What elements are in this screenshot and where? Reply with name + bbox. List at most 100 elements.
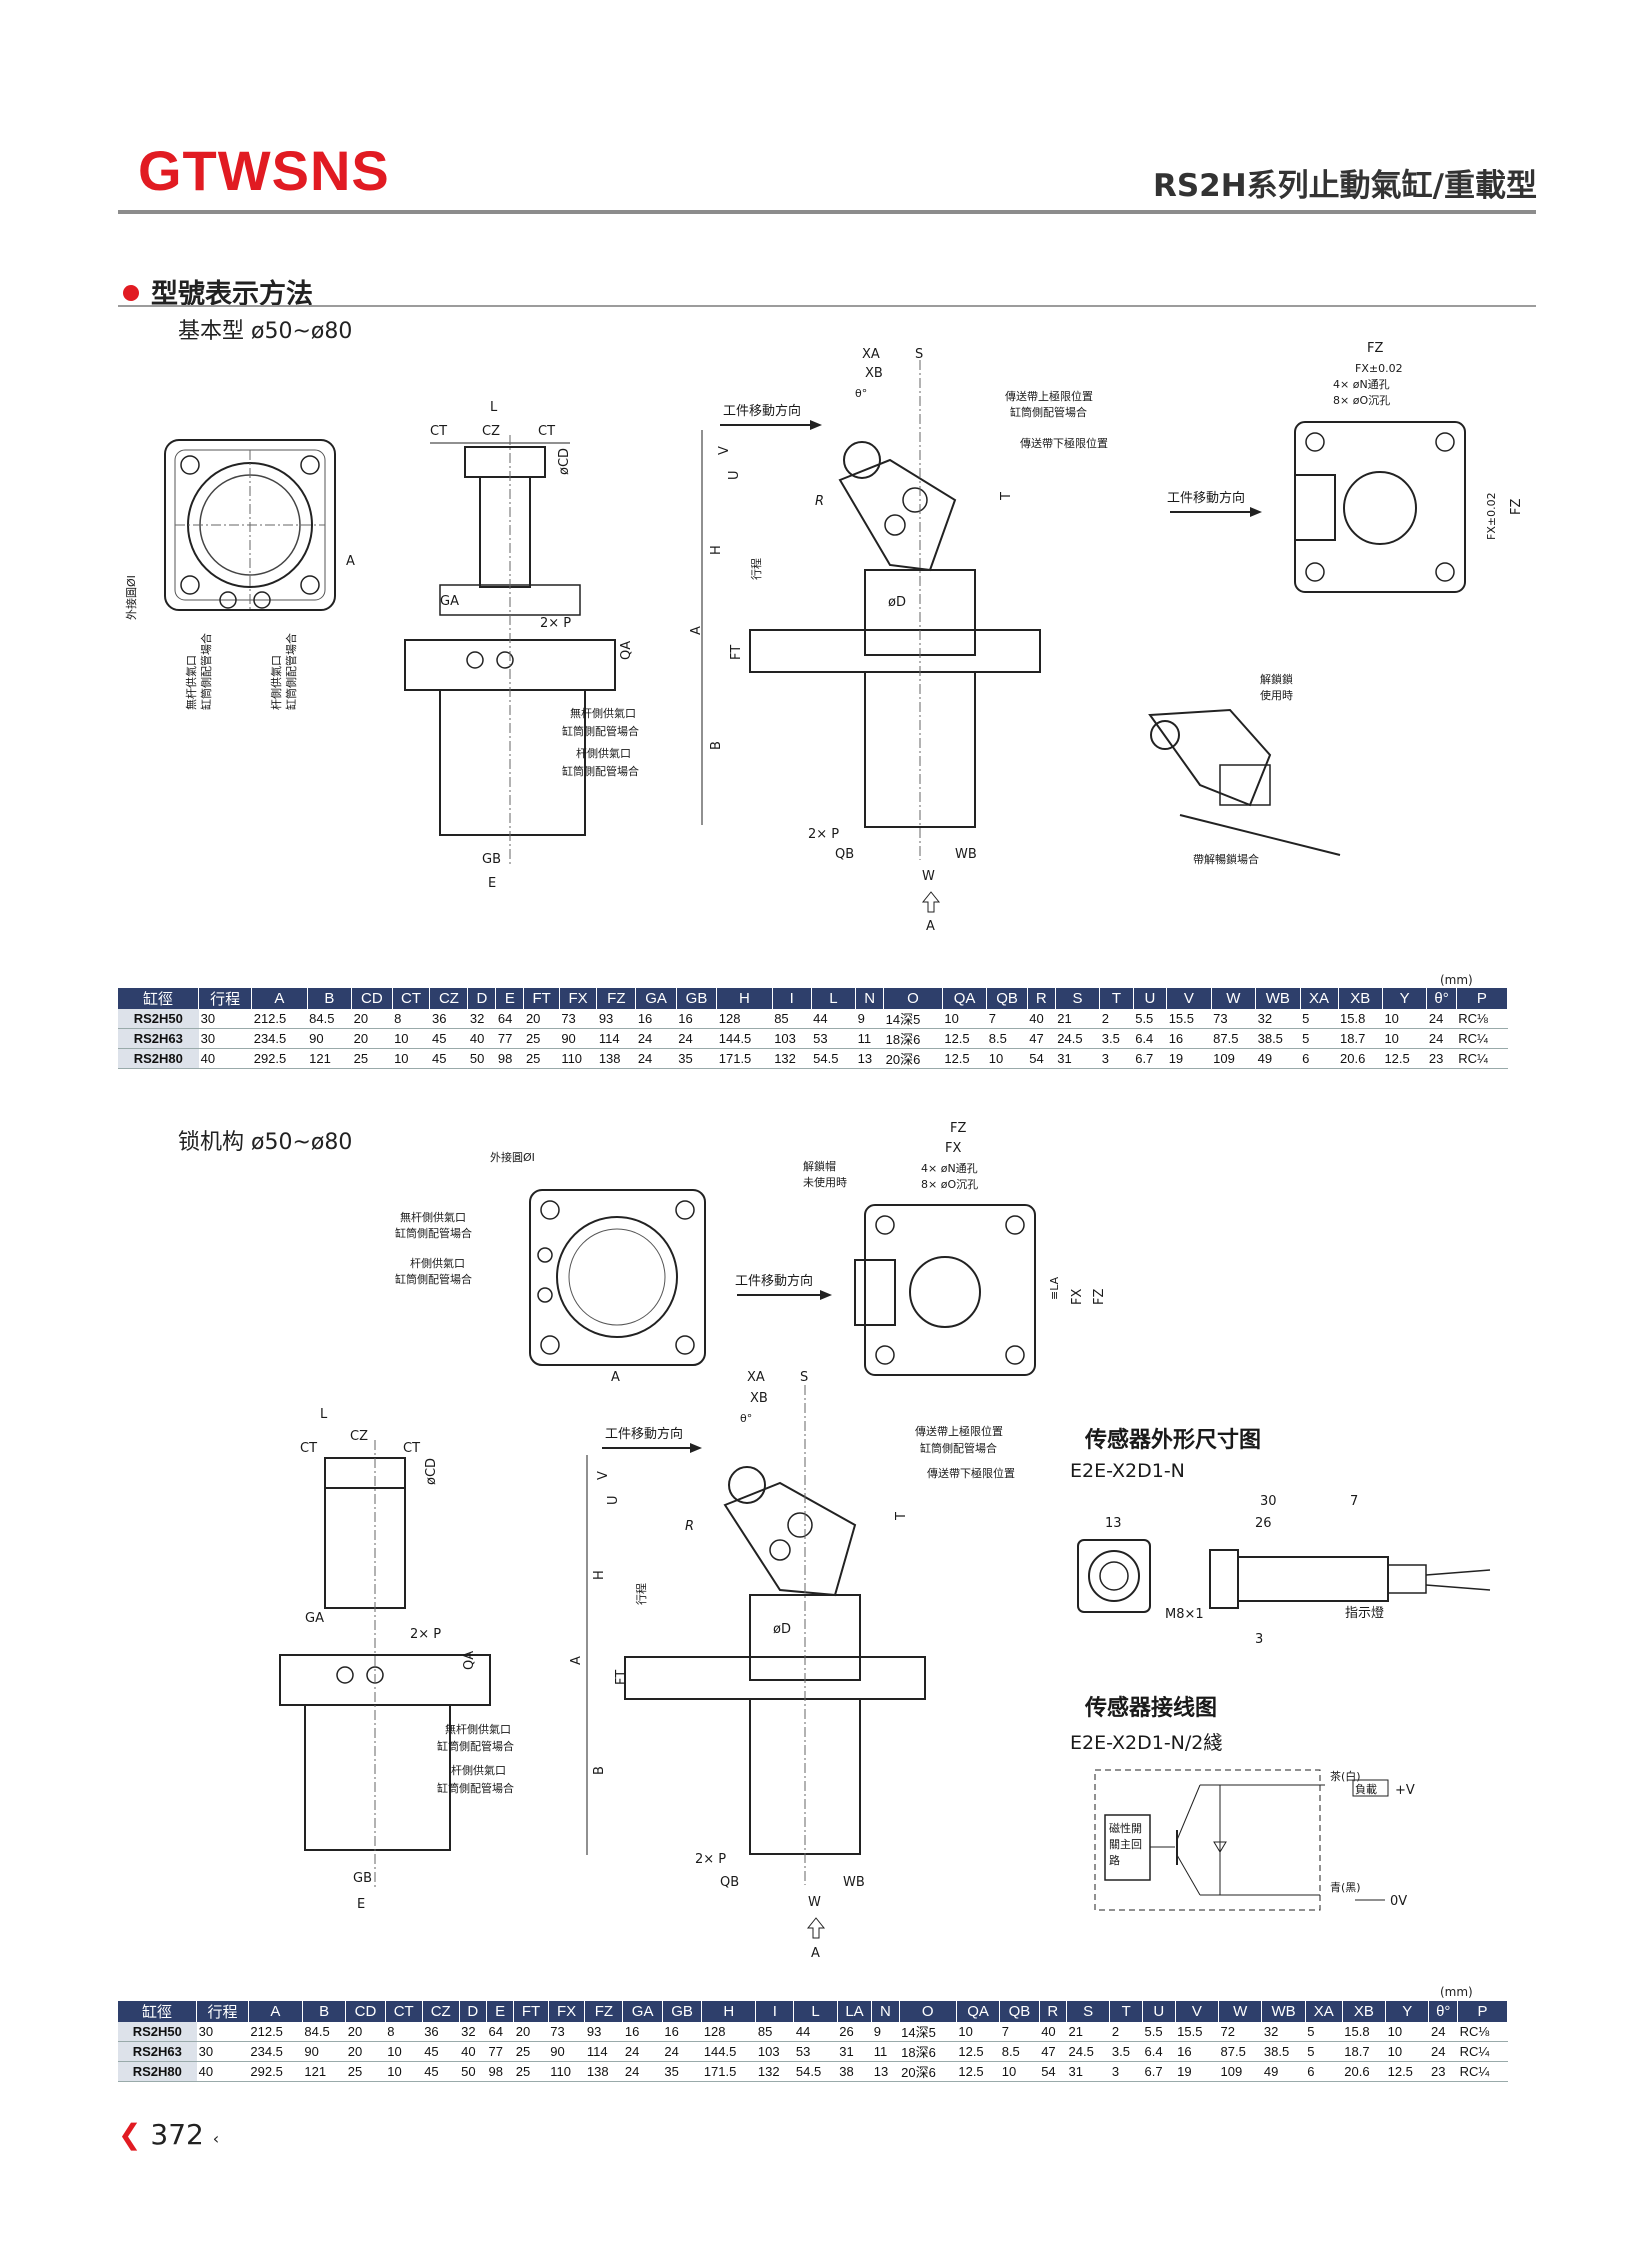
label-outer-circle: 外接圓ØI bbox=[125, 575, 138, 620]
table-cell: 44 bbox=[811, 1009, 856, 1029]
table-cell: 212.5 bbox=[251, 1009, 308, 1029]
dim-lock-la: ≡LA bbox=[1048, 1276, 1061, 1300]
model-cell: RS2H80 bbox=[118, 2061, 197, 2082]
label-upper-limit: 傳送帶上極限位置 bbox=[1005, 389, 1093, 403]
table-cell: 40 bbox=[196, 2061, 249, 2082]
column-header: CT bbox=[385, 2001, 423, 2022]
dim-lock-ct-right: CT bbox=[403, 1441, 420, 1456]
table-cell: 10 bbox=[1385, 2022, 1429, 2042]
table-cell: 30 bbox=[196, 2041, 249, 2062]
table-cell: 47 bbox=[1039, 2041, 1067, 2062]
table-cell: RC¼ bbox=[1457, 2061, 1508, 2082]
table-cell: 77 bbox=[486, 2041, 514, 2062]
table-cell: 20.6 bbox=[1342, 2061, 1386, 2082]
sensor-plus-v: +V bbox=[1395, 1783, 1415, 1798]
dim-lock-fz-top: FZ bbox=[950, 1121, 966, 1136]
table-cell: 10 bbox=[986, 1048, 1028, 1069]
table-cell: 45 bbox=[429, 1028, 468, 1049]
table-cell: 103 bbox=[772, 1028, 812, 1049]
column-header: V bbox=[1166, 988, 1212, 1009]
column-header: U bbox=[1133, 988, 1168, 1009]
sensor-load-label: 負載 bbox=[1355, 1783, 1377, 1796]
section-title-text: 型號表示方法 bbox=[151, 279, 313, 310]
table-cell: 10 bbox=[385, 2061, 423, 2082]
table-cell: 16 bbox=[635, 1009, 677, 1029]
table-cell: 14深5 bbox=[883, 1009, 943, 1029]
table-cell: 98 bbox=[495, 1048, 524, 1069]
table-cell: 24 bbox=[1426, 1009, 1457, 1029]
column-header: CZ bbox=[429, 988, 469, 1009]
table-cell: 121 bbox=[307, 1048, 352, 1069]
table-cell: 10 bbox=[392, 1028, 430, 1049]
label-with-unlock: 帶解暢鎖場合 bbox=[1193, 852, 1259, 866]
dim-r: R bbox=[815, 494, 824, 509]
dim-fz-top: FZ bbox=[1367, 341, 1383, 356]
dim-lock-cd: øCD bbox=[424, 1458, 439, 1485]
table-cell: 12.5 bbox=[942, 1028, 987, 1049]
column-header: I bbox=[755, 2001, 795, 2022]
label-lock-upper-limit2: 缸筒側配管場合 bbox=[920, 1441, 997, 1455]
table-cell: 26 bbox=[837, 2022, 872, 2042]
basic-front-view: A 外接圓ØI 無杆供氣口 缸筒側配管場合 杆側供氣口 缸筒側配管場合 bbox=[125, 439, 355, 710]
label-side-rod: 杆側供氣口 bbox=[576, 746, 631, 760]
table-cell: 32 bbox=[1255, 1009, 1301, 1029]
column-header: QB bbox=[986, 988, 1028, 1009]
sensor-dim-30: 30 bbox=[1260, 1494, 1277, 1509]
table-cell: 38.5 bbox=[1255, 1028, 1301, 1049]
table-cell: 10 bbox=[956, 2022, 1000, 2042]
column-header: O bbox=[883, 988, 943, 1009]
table-cell: 64 bbox=[495, 1009, 524, 1029]
column-header: D bbox=[459, 2001, 487, 2022]
label-lock-n-hole: 4× øN通孔 bbox=[921, 1162, 978, 1175]
sensor-dim-26: 26 bbox=[1255, 1516, 1272, 1531]
column-header: θ° bbox=[1426, 988, 1457, 1009]
table-cell: 109 bbox=[1211, 1048, 1256, 1069]
column-header: QA bbox=[956, 2001, 1001, 2022]
dim-ct-left: CT bbox=[430, 424, 447, 439]
label-lock-side-rodless2: 缸筒側配管場合 bbox=[437, 1739, 514, 1753]
table-cell: 40 bbox=[467, 1028, 496, 1049]
column-header: CD bbox=[345, 2001, 386, 2022]
table-cell: 132 bbox=[755, 2061, 794, 2082]
table-cell: 138 bbox=[584, 2061, 623, 2082]
table-cell: 212.5 bbox=[248, 2022, 303, 2042]
dim-gb: GB bbox=[482, 852, 501, 867]
table-cell: 234.5 bbox=[251, 1028, 308, 1049]
table-cell: 109 bbox=[1218, 2061, 1262, 2082]
dim-h: H bbox=[709, 545, 724, 555]
column-header: L bbox=[793, 2001, 838, 2022]
table-cell: 50 bbox=[459, 2061, 487, 2082]
dim-fx-side: FX±0.02 bbox=[1485, 492, 1498, 540]
table-cell: 5 bbox=[1300, 1028, 1338, 1049]
column-header: P bbox=[1457, 2001, 1508, 2022]
table-cell: 73 bbox=[1211, 1009, 1256, 1029]
model-cell: RS2H80 bbox=[118, 1048, 199, 1069]
column-header: W bbox=[1218, 2001, 1263, 2022]
table-cell: 20 bbox=[513, 2022, 549, 2042]
table-cell: 5 bbox=[1300, 1009, 1338, 1029]
table-cell: 20 bbox=[351, 1028, 393, 1049]
lock-section-view: XA S XB θ° 工件移動方向 傳送帶上極限位置 缸筒側配管場合 傳送帶下極… bbox=[569, 1370, 1015, 1961]
column-header: XA bbox=[1305, 2001, 1343, 2022]
table-cell: 10 bbox=[942, 1009, 987, 1029]
table-cell: 25 bbox=[513, 2041, 549, 2062]
table-cell: 38 bbox=[837, 2061, 872, 2082]
table-cell: 10 bbox=[999, 2061, 1040, 2082]
dim-lock-2p-bottom: 2× P bbox=[695, 1852, 726, 1867]
table-cell: 23 bbox=[1426, 1048, 1457, 1069]
table-cell: 21 bbox=[1055, 1009, 1100, 1029]
label-lock-rodless: 無杆側供氣口 bbox=[400, 1210, 466, 1224]
sensor-indicator-label: 指示燈 bbox=[1345, 1606, 1384, 1621]
dim-ct-right: CT bbox=[538, 424, 555, 439]
table-cell: 128 bbox=[701, 2022, 756, 2042]
table-cell: 20深6 bbox=[883, 1048, 943, 1069]
column-header: FX bbox=[548, 2001, 586, 2022]
table-cell: 40 bbox=[1039, 2022, 1067, 2042]
column-header: D bbox=[467, 988, 497, 1009]
table-cell: 19 bbox=[1166, 1048, 1212, 1069]
table-cell: 171.5 bbox=[701, 2061, 756, 2082]
column-header: FZ bbox=[596, 988, 637, 1009]
label-lock-work-dir-top: 工件移動方向 bbox=[735, 1273, 813, 1289]
